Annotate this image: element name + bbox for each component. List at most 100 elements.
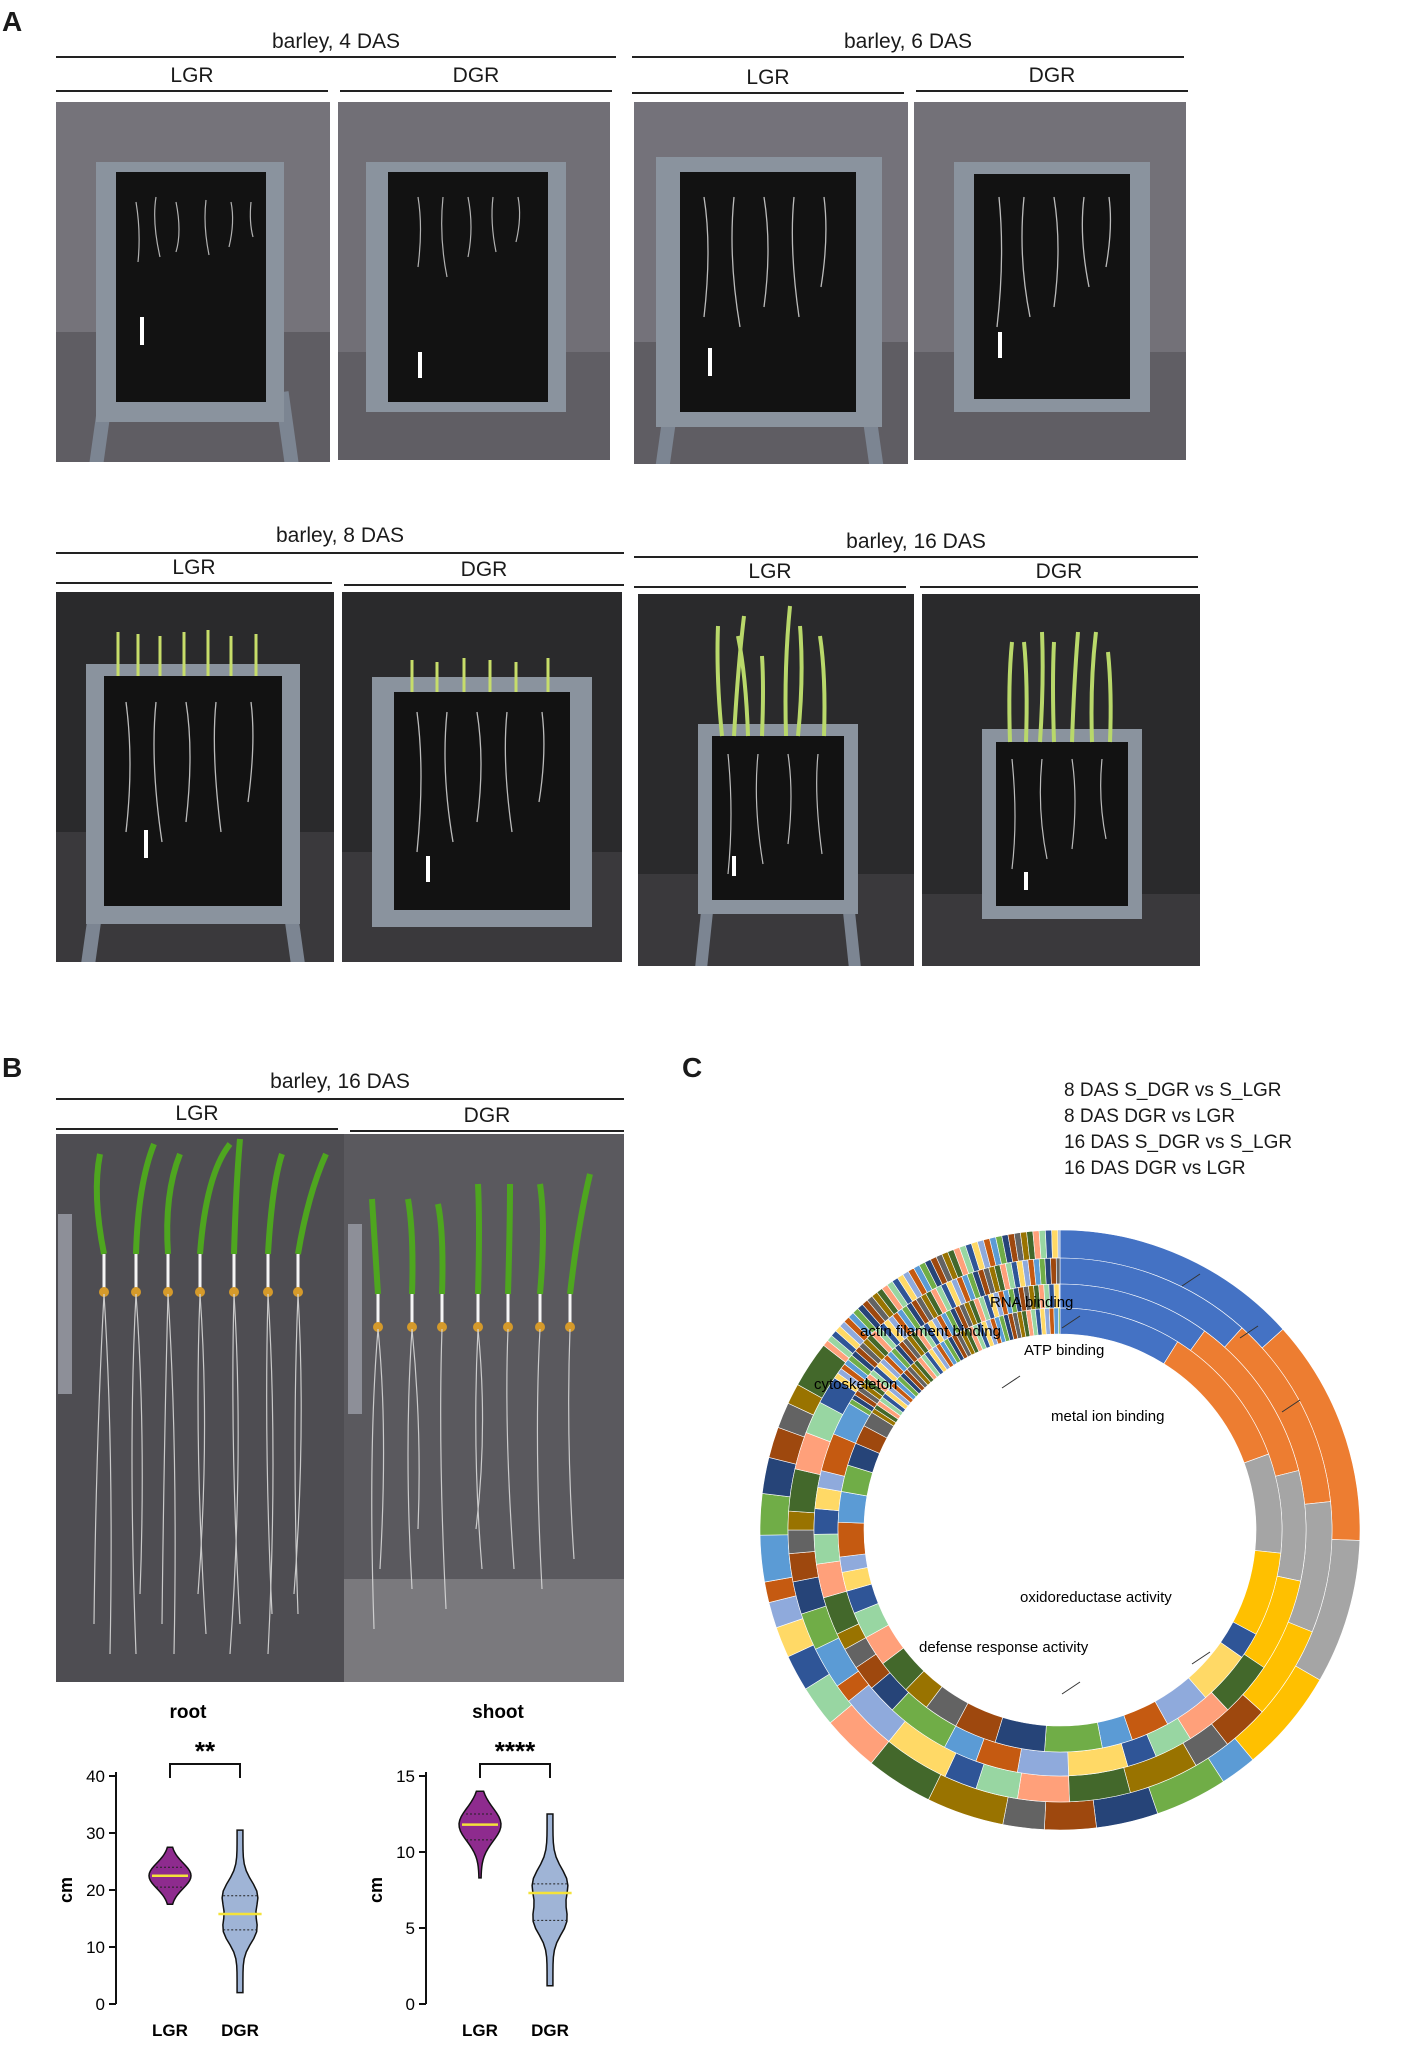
subgroup-lgr: LGR (746, 66, 790, 89)
subgroup-dgr: DGR (460, 558, 508, 581)
annotation-label: oxidoreductase activity (1020, 1589, 1172, 1606)
subgroup-lgr: LGR (170, 64, 214, 87)
ring-segment (1057, 1229, 1061, 1259)
panel-c-letter: C (682, 1052, 703, 1083)
annotation-label: defense response activity (919, 1639, 1089, 1656)
ring-segment (1051, 1229, 1059, 1259)
violin-body (221, 1829, 259, 1994)
photo-4das-dgr (338, 102, 610, 460)
ring-segment (1045, 1229, 1053, 1259)
subgroup-rule (56, 582, 332, 584)
x-tick-label: DGR (531, 2021, 569, 2040)
ring-segment (1043, 1799, 1097, 1831)
subgroup-rule (344, 584, 624, 586)
ring-segment (1044, 1722, 1103, 1753)
ring-segment (837, 1521, 866, 1558)
x-tick-label: LGR (462, 2021, 498, 2040)
group-rule (632, 56, 1184, 58)
photo-16das-lgr (638, 594, 914, 966)
legend-item: 16 DAS DGR vs LGR (1064, 1158, 1246, 1179)
ring-segment (787, 1529, 816, 1555)
y-tick-label: 15 (396, 1767, 415, 1786)
y-axis-label: cm (366, 1877, 386, 1903)
y-tick-label: 0 (96, 1995, 105, 2014)
subgroup-rule (56, 1128, 338, 1130)
ring-segment (788, 1551, 819, 1583)
subgroup-lgr: LGR (175, 1102, 219, 1125)
photo-16das-seedlings (56, 1134, 624, 1682)
ring-segment (1016, 1748, 1069, 1777)
photo-6das-lgr (634, 102, 908, 464)
panel-a-letter: A (2, 6, 23, 37)
y-tick-label: 10 (86, 1938, 105, 1957)
group-title-4das: barley, 4 DAS (272, 30, 400, 53)
annotation-leader (1061, 1681, 1081, 1695)
ring-segment (1017, 1772, 1070, 1803)
legend-item: 16 DAS S_DGR vs S_LGR (1064, 1132, 1293, 1153)
subgroup-rule (340, 90, 612, 92)
group-title-6das: barley, 6 DAS (844, 30, 972, 53)
y-tick-label: 10 (396, 1843, 415, 1862)
subgroup-dgr: DGR (463, 1104, 511, 1127)
subgroup-rule (56, 90, 328, 92)
subgroup-rule (632, 92, 904, 94)
annotation-leader (1181, 1273, 1201, 1287)
ring-segment (813, 1508, 840, 1535)
significance-label: ** (195, 1736, 216, 1766)
group-rule (634, 556, 1198, 558)
annotation-leader (1281, 1399, 1301, 1413)
annotation-leader (1191, 1651, 1211, 1665)
annotation-leader (1239, 1325, 1259, 1339)
annotation-label: RNA binding (990, 1294, 1073, 1311)
ring-segment (1002, 1796, 1047, 1830)
photo-6das-dgr (914, 102, 1186, 460)
violin-body (531, 1813, 569, 1987)
photo-4das-lgr (56, 102, 330, 462)
legend: 8 DAS S_DGR vs S_LGR 8 DAS DGR vs LGR 16… (1064, 1078, 1292, 1182)
annotation-leader (1001, 1375, 1021, 1389)
y-tick-label: 0 (406, 1995, 415, 2014)
y-tick-label: 20 (86, 1881, 105, 1900)
ring-segment (1058, 1307, 1061, 1335)
subgroup-rule (920, 586, 1198, 588)
subgroup-dgr: DGR (1035, 560, 1083, 583)
chart-title: shoot (472, 1702, 524, 1723)
significance-bracket (479, 1763, 551, 1778)
annotation-label: cytoskeleton (814, 1376, 897, 1393)
chart-title: root (170, 1702, 208, 1723)
ring-segment (759, 1493, 791, 1536)
annotation-label: ATP binding (1024, 1342, 1104, 1359)
ring-segment (1055, 1257, 1061, 1285)
y-axis-label: cm (56, 1877, 76, 1903)
annotation-label: actin filament binding (860, 1323, 1001, 1340)
subgroup-dgr: DGR (1028, 64, 1076, 87)
x-tick-label: DGR (221, 2021, 259, 2040)
ring-segment (1053, 1307, 1059, 1335)
violin-body (458, 1790, 502, 1879)
subgroup-rule (350, 1130, 624, 1132)
ring-segment (787, 1510, 815, 1531)
legend-item: 8 DAS DGR vs LGR (1064, 1106, 1236, 1127)
y-tick-label: 40 (86, 1767, 105, 1786)
group-title-16das: barley, 16 DAS (846, 530, 986, 553)
subgroup-rule (916, 90, 1188, 92)
subgroup-lgr: LGR (748, 560, 792, 583)
photo-8das-lgr (56, 592, 334, 962)
x-tick-label: LGR (152, 2021, 188, 2040)
legend-item: 8 DAS S_DGR vs S_LGR (1064, 1080, 1282, 1101)
group-rule (56, 1098, 624, 1100)
ring-segment (813, 1533, 841, 1565)
group-title-8das: barley, 8 DAS (276, 524, 404, 547)
panel-b-letter: B (2, 1052, 23, 1083)
photo-16das-dgr (922, 594, 1200, 966)
y-tick-label: 30 (86, 1824, 105, 1843)
ring-segment (759, 1534, 793, 1583)
y-tick-label: 5 (406, 1919, 415, 1938)
ring-segment (1050, 1257, 1057, 1285)
significance-label: **** (495, 1736, 536, 1766)
subgroup-dgr: DGR (452, 64, 500, 87)
significance-bracket (169, 1763, 241, 1778)
subgroup-lgr: LGR (172, 556, 216, 579)
